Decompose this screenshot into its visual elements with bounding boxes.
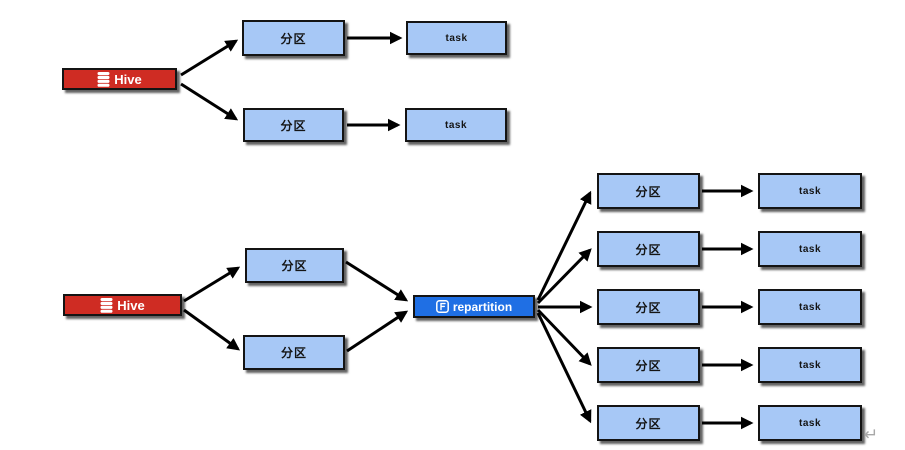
partition-node: 分区 <box>243 108 344 142</box>
arrow-repartition-row4 <box>536 308 592 366</box>
partition-node: 分区 <box>597 405 700 441</box>
task-node: task <box>405 108 507 142</box>
partition-node: 分区 <box>243 335 345 370</box>
arrow-hive1-partition1 <box>180 39 239 77</box>
partition-label: 分区 <box>280 346 307 360</box>
partition-label: 分区 <box>280 31 307 46</box>
partition-label: 分区 <box>635 416 662 431</box>
task-node: task <box>758 405 862 441</box>
task-label: task <box>798 185 821 197</box>
task-node: task <box>758 289 862 325</box>
task-node: task <box>758 347 862 383</box>
task-label: task <box>798 243 821 255</box>
task-node: task <box>406 21 507 55</box>
partition-label: 分区 <box>281 259 308 273</box>
arrow-partition3-repartition <box>345 260 409 302</box>
task-label: task <box>445 32 468 44</box>
database-icon <box>100 297 113 313</box>
partition-label: 分区 <box>635 358 662 373</box>
arrow-repartition-row1 <box>536 190 592 301</box>
arrow-hive1-partition2 <box>180 82 239 121</box>
partition-label: 分区 <box>635 184 662 199</box>
task-label: task <box>798 417 821 429</box>
hive-label: Hive <box>114 71 142 87</box>
hive-node-top: Hive <box>62 68 177 90</box>
hive-label: Hive <box>117 297 145 313</box>
partition-node: 分区 <box>242 20 345 56</box>
partition-label: 分区 <box>635 300 662 315</box>
task-label: task <box>798 359 821 371</box>
task-label: task <box>798 301 821 313</box>
repartition-label: repartition <box>452 299 513 314</box>
repartition-icon <box>435 300 449 313</box>
partition-node: 分区 <box>597 231 700 267</box>
partition-node: 分区 <box>597 289 700 325</box>
arrow-hive2-partition3 <box>183 266 241 303</box>
partition-node: 分区 <box>245 248 344 283</box>
hive-node-bottom: Hive <box>63 294 182 316</box>
partition-label: 分区 <box>635 242 662 257</box>
task-node: task <box>758 231 862 267</box>
database-icon <box>97 71 110 87</box>
arrow-repartition-row2 <box>536 248 592 305</box>
partition-node: 分区 <box>597 173 700 209</box>
arrow-repartition-row5 <box>536 312 592 424</box>
arrow-hive2-partition4 <box>183 308 241 351</box>
repartition-node: repartition <box>413 295 535 318</box>
task-node: task <box>758 173 862 209</box>
return-mark: ↵ <box>864 425 879 445</box>
partition-label: 分区 <box>280 118 307 133</box>
task-label: task <box>444 119 467 131</box>
arrow-partition4-repartition <box>346 310 409 353</box>
partition-node: 分区 <box>597 347 700 383</box>
